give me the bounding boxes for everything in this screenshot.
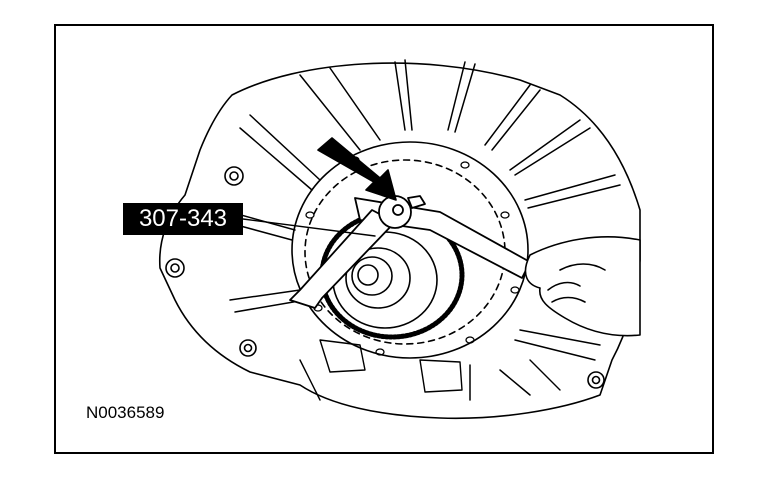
lower-case-details bbox=[299, 339, 561, 401]
figure-id: N0036589 bbox=[86, 403, 165, 422]
technician-hand bbox=[524, 236, 641, 337]
input-shaft-ring-3 bbox=[357, 264, 379, 286]
input-shaft-ring-2 bbox=[351, 256, 393, 296]
pointer-arrow bbox=[317, 137, 397, 201]
bell-housing-outline bbox=[158, 62, 641, 420]
mounting-bosses bbox=[165, 166, 605, 389]
case-face-ring bbox=[291, 141, 529, 359]
tool-number-callout: 307-343 bbox=[123, 203, 243, 235]
housing-ribs bbox=[199, 59, 621, 401]
callout-leader-line bbox=[242, 218, 376, 237]
hand-finger-lines bbox=[547, 263, 606, 303]
input-shaft-ring-1 bbox=[345, 247, 411, 309]
